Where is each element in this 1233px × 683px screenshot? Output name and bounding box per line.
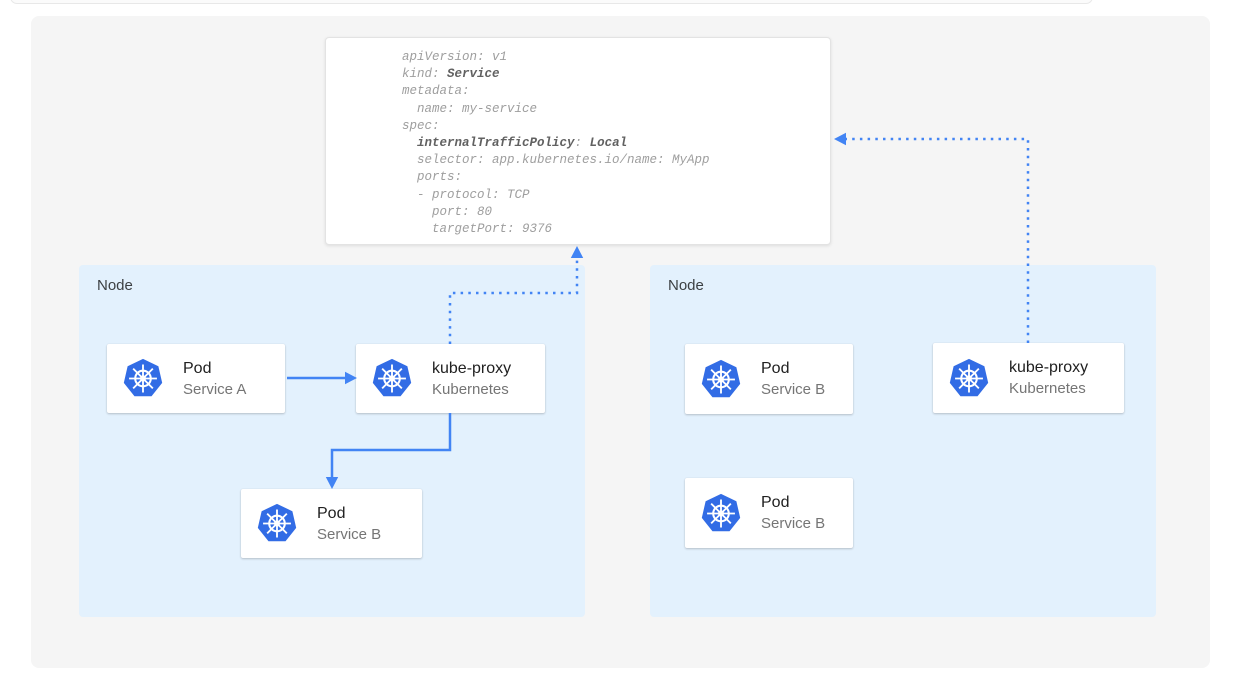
node-box-left: Node bbox=[79, 265, 585, 617]
card-title: Pod bbox=[317, 504, 346, 522]
service-yaml-card: apiVersion: v1 kind: Service metadata: n… bbox=[325, 37, 831, 245]
pod-service-b-card-right-bottom: Pod Service B bbox=[685, 478, 853, 548]
card-subtitle: Kubernetes bbox=[1009, 380, 1086, 397]
kubernetes-icon bbox=[948, 357, 990, 397]
kube-proxy-card-left: kube-proxy Kubernetes bbox=[356, 344, 545, 413]
yaml-line: port: 80 bbox=[402, 204, 493, 219]
pod-service-b-card-right-top: Pod Service B bbox=[685, 344, 853, 414]
top-panel-edge bbox=[10, 0, 1093, 4]
card-title: kube-proxy bbox=[432, 359, 512, 377]
card-subtitle: Service A bbox=[183, 380, 247, 398]
yaml-line: selector: app.kubernetes.io/name: MyApp bbox=[402, 153, 710, 168]
kubernetes-icon bbox=[700, 492, 742, 532]
node-label: Node bbox=[668, 277, 704, 294]
card-title: Pod bbox=[183, 359, 212, 377]
card-subtitle: Service B bbox=[761, 515, 826, 532]
yaml-line: apiVersion: v1 bbox=[402, 50, 508, 64]
pod-service-a-card: Pod Service A bbox=[107, 344, 285, 413]
kubernetes-icon bbox=[122, 358, 164, 398]
yaml-line-internal-traffic-policy: internalTrafficPolicy: Local bbox=[417, 136, 628, 151]
card-subtitle: Service B bbox=[317, 525, 382, 543]
kube-proxy-card-right: kube-proxy Kubernetes bbox=[933, 343, 1124, 413]
card-subtitle: Service B bbox=[761, 381, 826, 398]
pod-service-b-card-left: Pod Service B bbox=[241, 489, 422, 558]
yaml-line: name: my-service bbox=[402, 101, 538, 116]
card-subtitle: Kubernetes bbox=[432, 380, 509, 398]
yaml-line: - protocol: TCP bbox=[402, 187, 530, 202]
yaml-line: kind: Service bbox=[402, 67, 500, 82]
kubernetes-icon bbox=[256, 503, 298, 543]
card-title: Pod bbox=[761, 494, 790, 511]
card-title: kube-proxy bbox=[1009, 359, 1089, 376]
yaml-line: targetPort: 9376 bbox=[402, 222, 553, 237]
yaml-line: metadata: bbox=[402, 84, 470, 99]
card-title: Pod bbox=[761, 360, 790, 377]
yaml-line: ports: bbox=[402, 170, 463, 185]
kubernetes-icon bbox=[371, 358, 413, 398]
node-box-right: Node bbox=[650, 265, 1156, 617]
yaml-line: spec: bbox=[402, 118, 440, 133]
node-label: Node bbox=[97, 277, 133, 294]
kubernetes-icon bbox=[700, 358, 742, 398]
